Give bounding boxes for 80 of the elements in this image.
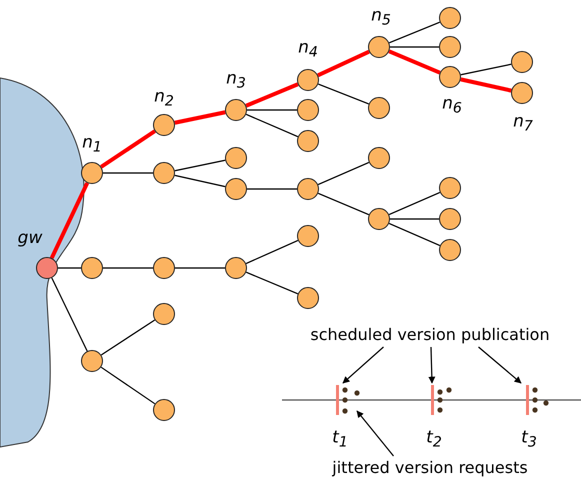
network-node xyxy=(297,69,319,91)
publication-mark xyxy=(526,385,528,415)
arrow xyxy=(342,346,384,384)
highlighted-link xyxy=(50,182,90,259)
link-line xyxy=(246,272,298,294)
link-line xyxy=(51,278,88,352)
network-node xyxy=(153,257,175,279)
publication-mark xyxy=(336,385,338,415)
highlighted-link xyxy=(460,77,512,93)
network-node xyxy=(297,99,319,121)
node-label: n$_{7}$ xyxy=(513,111,533,137)
link-line xyxy=(388,22,440,44)
network-node xyxy=(81,350,103,372)
link-line xyxy=(175,267,225,269)
link-line xyxy=(246,240,298,264)
network-node xyxy=(297,225,319,247)
network-node xyxy=(511,82,533,104)
link-line xyxy=(100,320,156,356)
highlighted-link xyxy=(100,129,156,169)
link-line xyxy=(58,267,81,269)
arrow xyxy=(356,410,394,456)
network-node xyxy=(225,178,247,200)
network-node xyxy=(153,399,175,421)
arrow xyxy=(478,346,522,384)
node-label: t$_{3}$ xyxy=(521,427,537,453)
network-node xyxy=(439,66,461,88)
link-line xyxy=(318,83,369,105)
node-label: n$_{6}$ xyxy=(442,93,462,119)
link-line xyxy=(390,218,439,220)
arrow xyxy=(428,346,436,384)
network-node xyxy=(81,162,103,184)
link-line xyxy=(247,109,297,111)
link-line xyxy=(460,64,512,76)
network-node xyxy=(153,162,175,184)
network-node xyxy=(153,114,175,136)
node-label: t$_{1}$ xyxy=(332,427,348,453)
link-line xyxy=(247,188,297,190)
link-line xyxy=(318,162,370,186)
highlighted-link xyxy=(174,110,226,125)
network-node xyxy=(297,178,319,200)
network-node xyxy=(368,147,390,169)
node-label: n$_{1}$ xyxy=(82,132,102,158)
network-node xyxy=(439,208,461,230)
network-node xyxy=(297,287,319,309)
node-label: n$_{4}$ xyxy=(298,37,318,63)
link-line xyxy=(390,46,439,48)
link-line xyxy=(103,267,153,269)
node-label: gw xyxy=(18,228,42,248)
network-node xyxy=(511,51,533,73)
network-node xyxy=(225,99,247,121)
node-label: t$_{2}$ xyxy=(426,427,442,453)
network-node xyxy=(81,257,103,279)
link-line xyxy=(174,160,226,172)
annotation-text: jittered version requests xyxy=(332,458,528,478)
network-node xyxy=(225,147,247,169)
network-node xyxy=(368,97,390,119)
network-node xyxy=(439,239,461,261)
node-label: n$_{5}$ xyxy=(371,5,391,31)
node-label: n$_{3}$ xyxy=(226,68,246,94)
link-line xyxy=(100,366,156,404)
link-line xyxy=(388,222,440,246)
network-node xyxy=(439,7,461,29)
network-node xyxy=(439,36,461,58)
link-line xyxy=(174,174,226,188)
network-node xyxy=(368,36,390,58)
link-line xyxy=(246,114,298,138)
link-line xyxy=(388,192,440,216)
annotation-text: scheduled version publication xyxy=(310,325,550,345)
link-line xyxy=(318,192,370,216)
network-node xyxy=(225,257,247,279)
network-node xyxy=(153,303,175,325)
node-label: n$_{2}$ xyxy=(154,86,174,112)
network-node xyxy=(439,177,461,199)
highlighted-link xyxy=(245,82,299,108)
highlighted-link xyxy=(388,49,441,75)
link-line xyxy=(103,172,153,174)
publication-mark xyxy=(430,385,434,415)
highlighted-link xyxy=(317,50,370,78)
network-node xyxy=(297,130,319,152)
network-node xyxy=(368,208,390,230)
